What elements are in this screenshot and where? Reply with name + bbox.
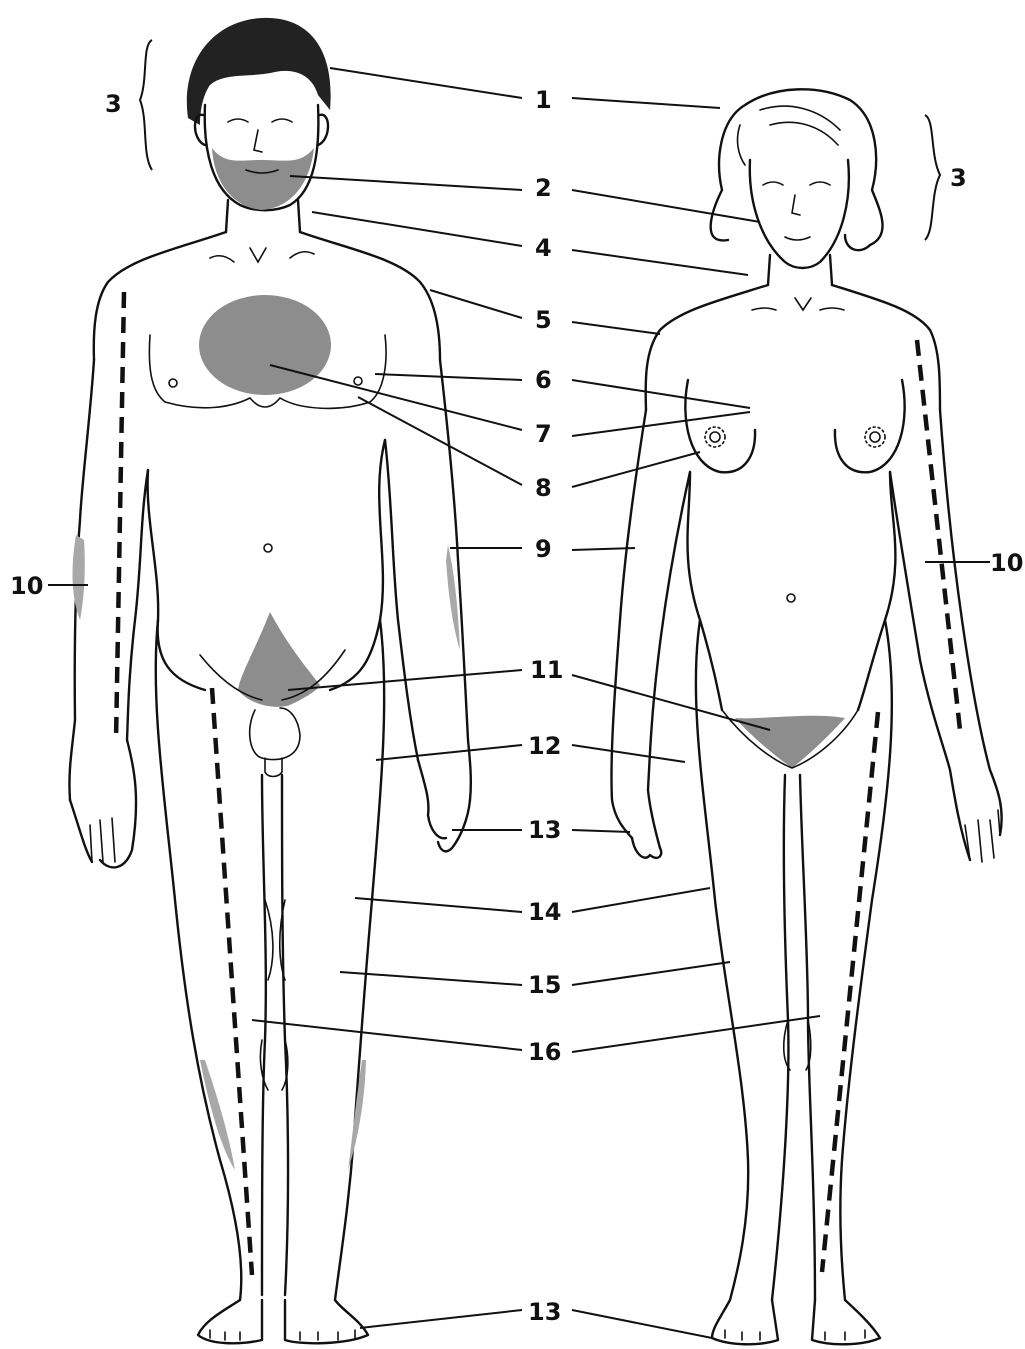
female-right-leg	[840, 620, 892, 1300]
number-labels: 1 2 3 3 4 5 6 7 8 9 10 10 11 12 13 14 15…	[10, 86, 1023, 1326]
label-7: 7	[535, 420, 552, 448]
male-chest-hair	[199, 295, 331, 395]
brace-right-icon	[925, 115, 940, 240]
male-figure	[69, 18, 470, 1343]
male-hair-icon	[187, 18, 331, 125]
male-left-foot-icon	[198, 1300, 262, 1343]
label-11: 11	[530, 656, 563, 684]
label-8: 8	[535, 474, 552, 502]
female-right-foot-icon	[812, 1300, 880, 1344]
female-left-breast	[685, 380, 755, 472]
label-4: 4	[535, 234, 552, 262]
label-3-male: 3	[105, 90, 122, 118]
male-right-hand-icon	[418, 760, 470, 851]
label-15: 15	[528, 971, 561, 999]
leader-lines	[48, 40, 990, 1338]
label-6: 6	[535, 366, 552, 394]
label-13-feet: 13	[528, 1298, 561, 1326]
female-left-foot-icon	[712, 1300, 778, 1344]
label-2: 2	[535, 174, 552, 202]
label-10-female: 10	[990, 549, 1023, 577]
female-right-breast	[835, 380, 905, 472]
label-1: 1	[535, 86, 552, 114]
label-9: 9	[535, 535, 552, 563]
label-5: 5	[535, 306, 552, 334]
female-face	[750, 160, 849, 268]
female-hair-icon	[711, 89, 883, 250]
male-left-leg	[156, 620, 242, 1300]
label-12: 12	[528, 732, 561, 760]
brace-left-icon	[140, 40, 152, 170]
female-figure	[611, 89, 1001, 1344]
label-13-hand: 13	[528, 816, 561, 844]
label-10-male: 10	[10, 572, 43, 600]
male-left-hand-icon	[70, 740, 136, 867]
label-14: 14	[528, 898, 561, 926]
label-16: 16	[528, 1038, 561, 1066]
label-3-female: 3	[950, 164, 967, 192]
male-pubic-hair	[238, 612, 320, 707]
male-right-leg	[335, 620, 384, 1300]
